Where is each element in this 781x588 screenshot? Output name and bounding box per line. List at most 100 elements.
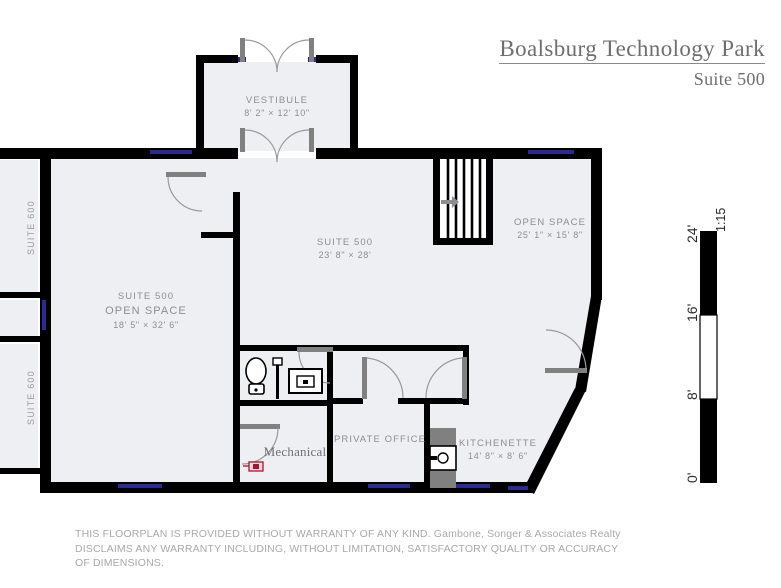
- room-label-mechanical: Mechanical: [243, 445, 347, 458]
- wall-vestibule-right: [350, 55, 358, 159]
- floor-fills: [0, 62, 600, 492]
- doors: [166, 38, 587, 465]
- room-dimensions-kitchenette: 14' 8" × 8' 6": [468, 451, 528, 461]
- wall-privateoffice-kitchenette-divider: [424, 404, 430, 492]
- room-dimensions-open-space-right: 25' 1" × 15' 8": [517, 230, 583, 240]
- wall-vestibule-left: [196, 55, 204, 159]
- wall-stair-left: [433, 152, 440, 244]
- wall-mechanical-right: [327, 400, 333, 492]
- toilet-icon: [245, 357, 267, 395]
- disclaimer-line-1: THIS FLOORPLAN IS PROVIDED WITHOUT WARRA…: [75, 528, 621, 540]
- sink-vanity-icon: [288, 368, 323, 394]
- floor-fill-suite600-lower: [0, 344, 38, 474]
- door-private-office: [362, 357, 404, 399]
- room-label-vestibule: VESTIBULE 8' 2" × 12' 10": [205, 94, 349, 120]
- scale-segment-8-0: [700, 399, 717, 483]
- grab-bar-head: [272, 357, 283, 366]
- door-vestibule-south: [240, 128, 314, 163]
- door-swing-east-exterior: [545, 329, 587, 371]
- door-swing-mechanical: [241, 427, 279, 465]
- wall-exterior-top-right: [350, 148, 600, 159]
- window-north-right: [528, 150, 574, 154]
- room-label-suite500-open-space: SUITE 500 OPEN SPACE 18' 5" × 32' 6": [72, 290, 220, 332]
- room-name-open-space-line1: SUITE 500: [117, 291, 175, 302]
- door-vestibule-north: [240, 38, 314, 73]
- window-south-3: [448, 484, 490, 488]
- vestibule-walls: [196, 55, 358, 159]
- neighbor-label-suite600-lower: SUITE 600: [26, 370, 36, 425]
- wall-exterior-right: [591, 148, 602, 300]
- page-subtitle: Suite 500: [693, 69, 765, 89]
- scale-segment-24-16: [700, 231, 717, 315]
- door-kitchenette: [425, 357, 467, 399]
- scale-tick-24: 24': [684, 224, 700, 243]
- window-south-2: [368, 484, 410, 488]
- counter-sink-faucet: [430, 456, 437, 460]
- wall-exterior-bottom: [40, 482, 532, 493]
- room-name-suite500: SUITE 500: [316, 237, 374, 248]
- stair-treads: [446, 152, 482, 238]
- wall-neighbor-divider-lower: [0, 336, 40, 342]
- scale-ratio-label: 1:15: [714, 207, 728, 232]
- stairs-icon: [440, 152, 486, 238]
- room-label-private-office: PRIVATE OFFICE: [332, 433, 428, 446]
- wall-openspace-vertical-lower: [233, 350, 240, 492]
- page-title: Boalsburg Technology Park: [499, 36, 765, 64]
- door-leaf-north-left: [240, 38, 245, 62]
- room-dimensions-vestibule: 8' 2" × 12' 10": [244, 108, 310, 118]
- title-block: Boalsburg Technology Park Suite 500: [499, 36, 765, 90]
- wall-restroom-bottom: [233, 400, 333, 406]
- door-leaf-private-office: [362, 357, 367, 399]
- floor-fill-suite600-upper: [0, 160, 38, 292]
- neighbor-walls: [0, 292, 40, 474]
- room-label-open-space-right: OPEN SPACE 25' 1" × 15' 8": [486, 216, 614, 242]
- door-east-exterior: [545, 329, 587, 373]
- disclaimer-line-3: OF DIMENSIONS.: [75, 557, 165, 569]
- scale-tick-8: 8': [684, 389, 700, 400]
- room-name-open-space-line2: OPEN SPACE: [105, 305, 187, 317]
- fire-extinguisher-icon: [243, 461, 264, 472]
- door-leaf-kitchenette: [462, 357, 467, 399]
- door-mechanical: [240, 424, 280, 465]
- grab-bar-icon: [272, 357, 283, 399]
- door-swing-private-office: [366, 357, 404, 399]
- scale-segment-16-8: [699, 314, 718, 400]
- wall-restroom-right: [327, 345, 333, 405]
- window-south-1: [118, 484, 162, 488]
- wall-neighbor-bottom: [0, 468, 40, 474]
- wall-vestibule-top-right: [316, 55, 358, 63]
- door-leaf-mechanical: [240, 424, 280, 429]
- floor-fill-neighbor-slice: [0, 300, 38, 336]
- room-name-open-space-right: OPEN SPACE: [513, 217, 587, 228]
- wall-vestibule-bottom-right: [316, 148, 350, 159]
- door-swing-kitchenette: [425, 357, 463, 399]
- wall-stair-right: [486, 152, 493, 244]
- door-leaf-restroom: [297, 347, 333, 352]
- wall-stair-bottom: [433, 238, 493, 245]
- door-leaf-north-right: [309, 38, 314, 62]
- room-name-kitchenette: KITCHENETTE: [458, 438, 538, 449]
- window-north-left: [150, 150, 192, 154]
- door-leaf-open-space-entry: [166, 172, 206, 177]
- wall-privateoffice-top-left: [333, 398, 363, 404]
- scale-tick-0: 0': [684, 472, 700, 483]
- door-swing-open-space-entry: [167, 176, 203, 212]
- scale-tick-16: 16': [684, 303, 700, 322]
- kitchen-counter-icon: [429, 428, 457, 488]
- wall-vestibule-top-left: [196, 55, 238, 63]
- door-open-space-entry: [166, 172, 206, 212]
- room-dimensions-open-space: 18' 5" × 32' 6": [113, 320, 179, 330]
- toilet-bowl: [245, 357, 267, 385]
- door-leaf-south-right: [309, 128, 314, 152]
- wall-restroom-top: [233, 345, 333, 351]
- wall-neighbor-divider-upper: [0, 292, 40, 298]
- neighbor-label-suite600-upper: SUITE 600: [26, 200, 36, 255]
- scale-bar-graphic: [699, 231, 718, 483]
- door-swing-north-right: [276, 39, 310, 73]
- window-south-4: [508, 486, 528, 490]
- wall-exterior-top-left: [0, 148, 204, 159]
- counter-sink-bowl: [437, 452, 449, 464]
- door-swing-south-right: [276, 129, 310, 163]
- wall-vestibule-bottom-left: [204, 148, 238, 159]
